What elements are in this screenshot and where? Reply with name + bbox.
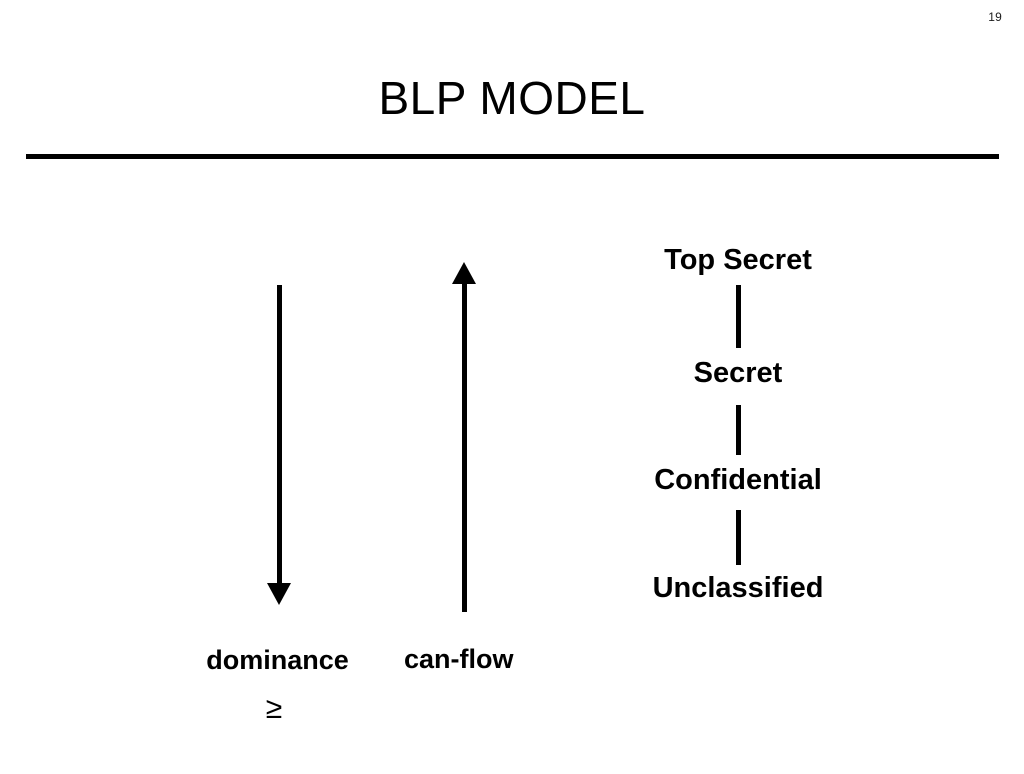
title-divider xyxy=(26,154,999,159)
lattice-level-top-secret: Top Secret xyxy=(664,244,812,276)
dominance-arrowhead-down-icon xyxy=(267,583,291,605)
lattice-level-confidential: Confidential xyxy=(654,464,822,496)
dominance-label: dominance xyxy=(206,645,349,675)
dominance-arrow-shaft xyxy=(277,285,282,585)
lattice-connector-1 xyxy=(736,285,741,348)
page-number: 19 xyxy=(988,10,1002,24)
lattice-level-secret: Secret xyxy=(693,357,783,389)
lattice-connector-2 xyxy=(736,405,741,455)
page-title: BLP MODEL xyxy=(378,72,646,124)
can-flow-label: can-flow xyxy=(404,644,514,674)
lattice-level-unclassified: Unclassified xyxy=(652,572,824,604)
can-flow-arrowhead-up-icon xyxy=(452,262,476,284)
lattice-connector-3 xyxy=(736,510,741,565)
dominance-greater-or-equal-symbol: ≥ xyxy=(265,692,283,725)
can-flow-arrow-shaft xyxy=(462,283,467,612)
